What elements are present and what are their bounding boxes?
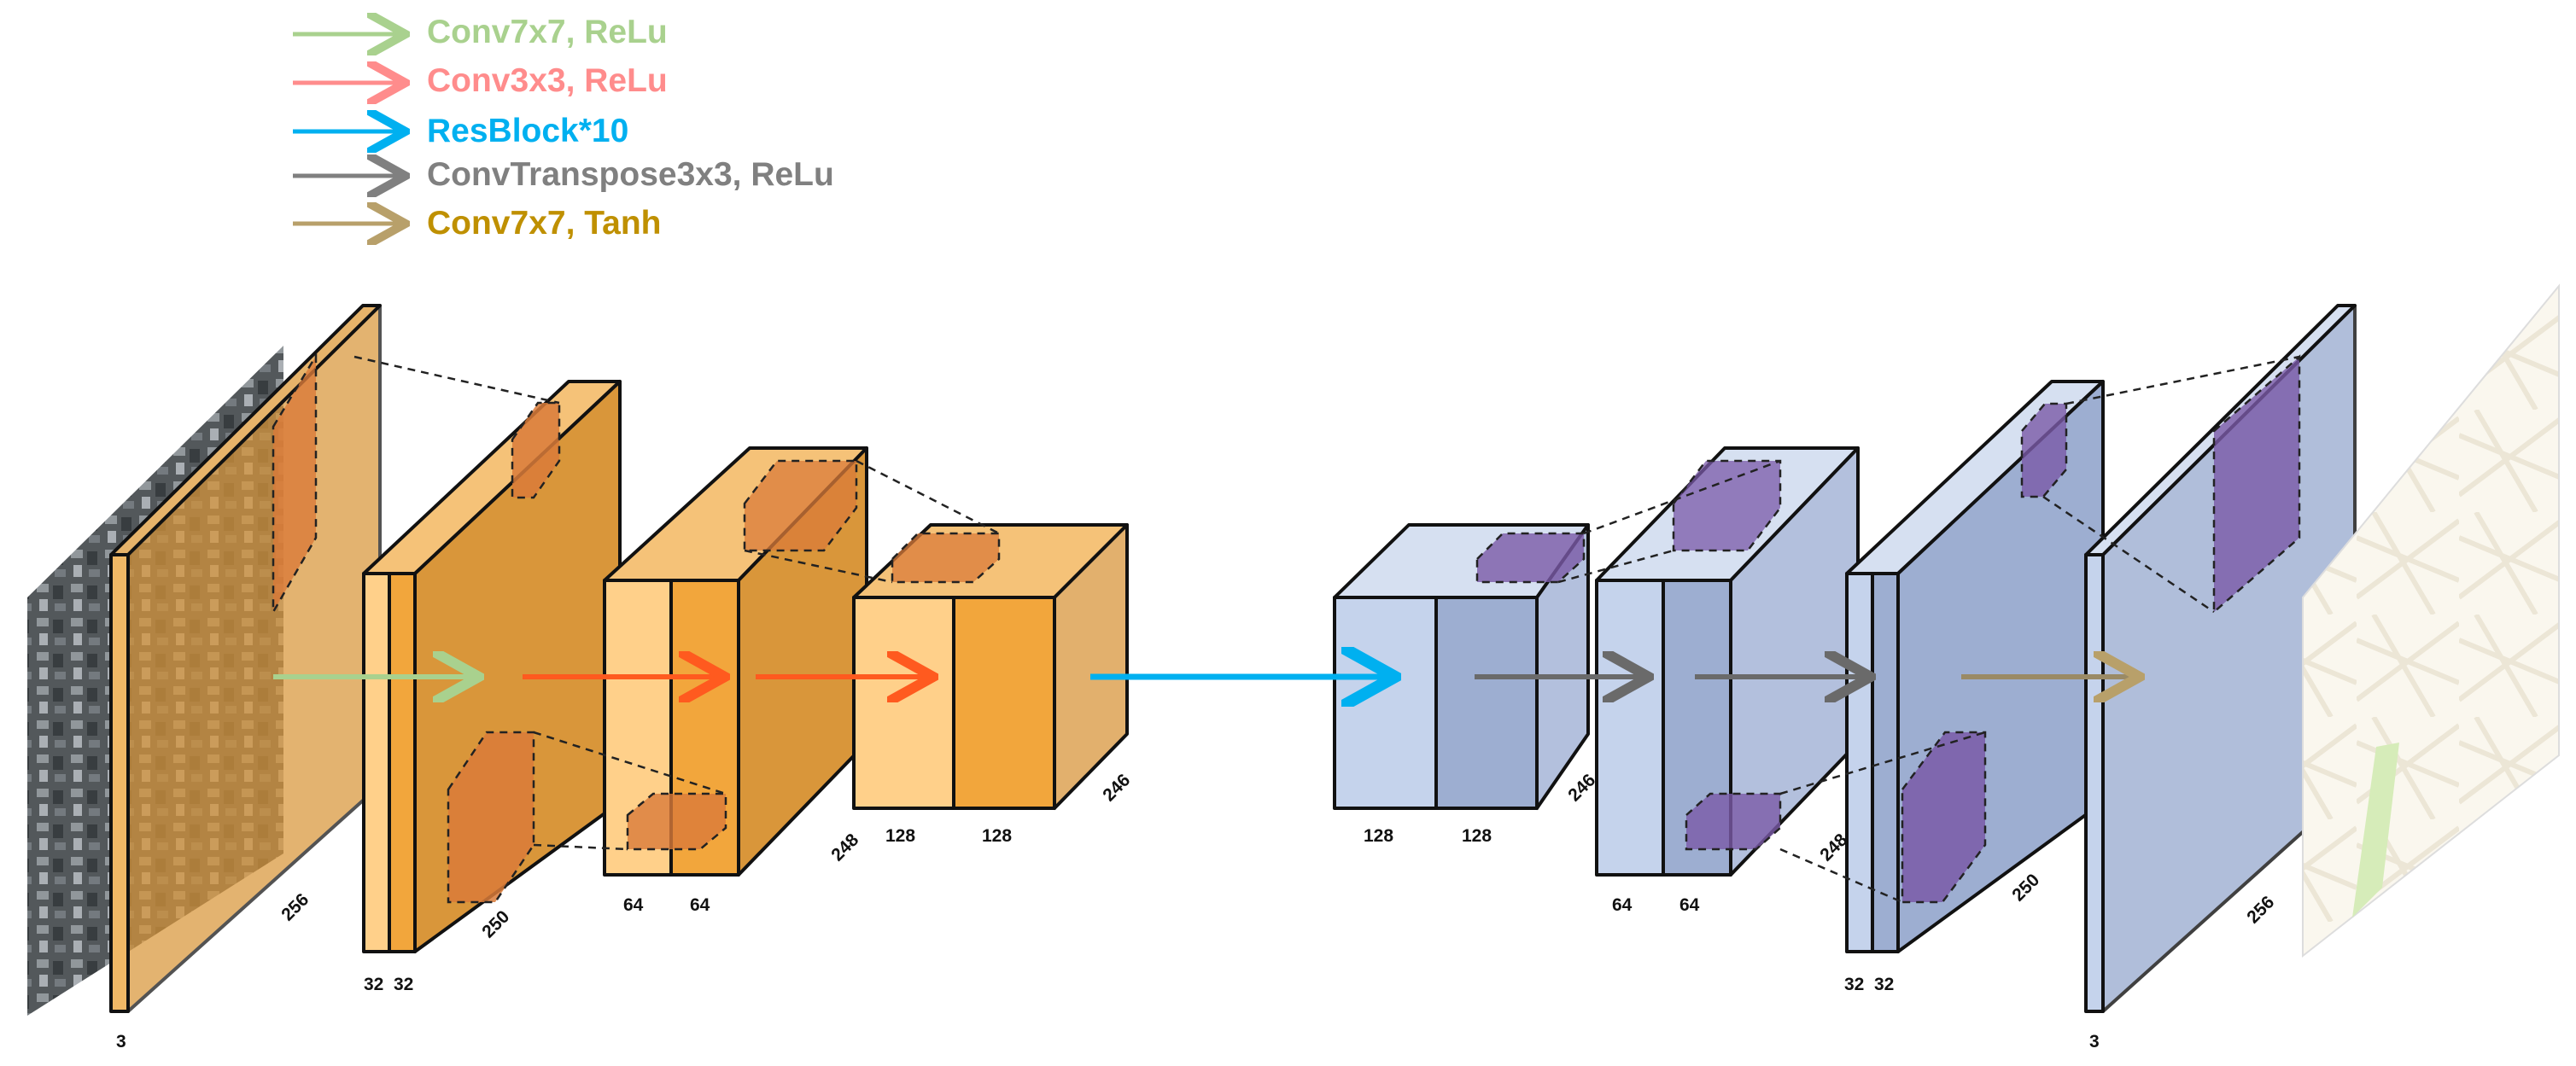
res-channels-b-label: 128 [1462,826,1492,846]
conv3-size-label: 246 [1099,770,1134,805]
decoder-kernel-connectors [1557,355,2300,904]
conv1-channels-a-label: 32 [364,975,383,994]
encoder-conv1-block [362,380,622,953]
conv2-channels-a-label: 64 [623,895,644,915]
encoder-conv2-block [603,446,868,877]
conv1-channels-b-label: 32 [394,975,413,994]
legend-item-conv7x7-tanh: Conv7x7, Tanh [293,205,662,242]
conv3-channels-a-label: 128 [885,826,915,846]
legend-label: ResBlock*10 [427,113,628,149]
conv2-size-label: 248 [827,830,862,865]
input-channels-label: 3 [116,1032,126,1051]
conv3-channels-b-label: 128 [982,826,1012,846]
up1-channels-b-label: 64 [1679,895,1700,915]
legend-item-conv3x3-relu: Conv3x3, ReLu [293,62,668,99]
legend-item-conv7x7-relu: Conv7x7, ReLu [293,14,668,50]
legend-label: ConvTranspose3x3, ReLu [427,156,834,193]
conv1-size-label: 250 [478,906,513,941]
legend-item-resblock: ResBlock*10 [293,113,628,149]
decoder-up1-block [1595,446,1860,877]
encoder-input-layer [109,304,382,1013]
encoder-kernel-connectors [353,355,1000,851]
res-channels-a-label: 128 [1364,826,1393,846]
legend-label: Conv7x7, ReLu [427,14,668,50]
encoder-conv3-block [852,523,1129,810]
decoder-output-layer [2084,304,2357,1013]
legend-label: Conv3x3, ReLu [427,62,668,99]
up2-size-label: 250 [2008,870,2043,905]
legend-label: Conv7x7, Tanh [427,205,662,242]
res-size-label: 246 [1564,770,1599,805]
up1-channels-a-label: 64 [1612,895,1633,915]
legend-item-convtranspose: ConvTranspose3x3, ReLu [293,156,834,193]
output-channels-label: 3 [2089,1032,2100,1051]
decoder-res-block [1333,523,1590,810]
output-size-label: 256 [2243,892,2278,927]
output-map-image [2302,283,2560,958]
up2-channels-b-label: 32 [1874,975,1894,994]
input-size-label: 256 [277,889,313,924]
up2-channels-a-label: 32 [1844,975,1864,994]
conv2-channels-b-label: 64 [690,895,710,915]
decoder-up2-block [1845,380,2105,953]
legend: Conv7x7, ReLu Conv3x3, ReLu ResBlock*10 … [293,14,834,242]
